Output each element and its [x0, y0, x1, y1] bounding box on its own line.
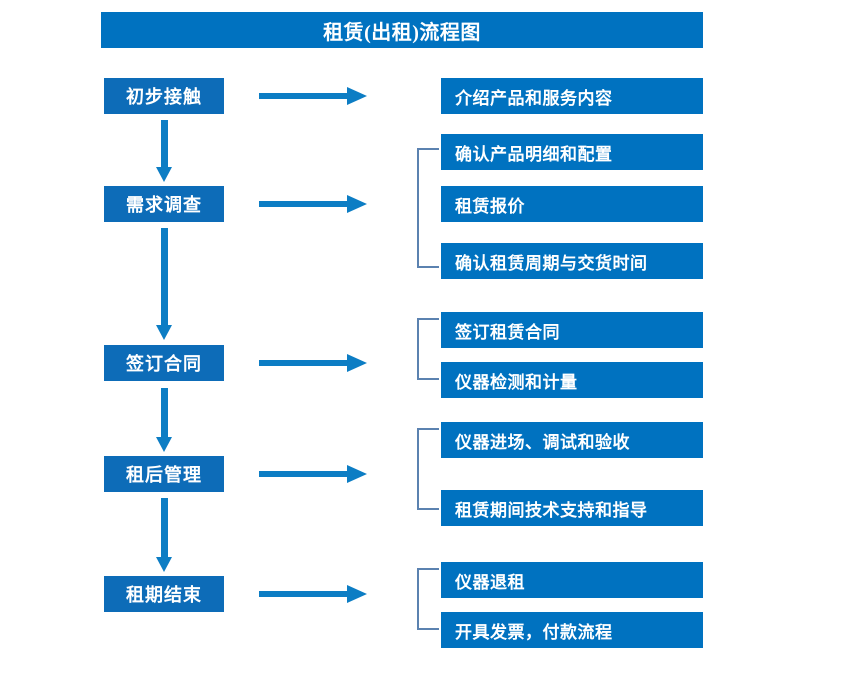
arrow-shaft — [259, 471, 349, 477]
group-bracket-post-rent-mgmt — [417, 428, 439, 510]
arrow-head — [156, 167, 172, 182]
task-box-sign-rental-contract[interactable]: 签订租赁合同 — [441, 312, 703, 348]
task-box-instrument-return[interactable]: 仪器退租 — [441, 562, 703, 598]
stage-box-sign-contract[interactable]: 签订合同 — [104, 345, 224, 381]
flow-arrow-down-3 — [156, 388, 172, 452]
arrow-head — [347, 465, 367, 483]
flow-arrow-down-2 — [156, 228, 172, 340]
chart-title: 租赁(出租)流程图 — [101, 12, 703, 48]
flow-arrow-down-1 — [156, 120, 172, 182]
group-bracket-needs-survey — [417, 148, 439, 268]
link-arrow-right-3 — [259, 354, 367, 372]
arrow-shaft — [259, 591, 349, 597]
task-box-invoice-payment[interactable]: 开具发票，付款流程 — [441, 612, 703, 648]
arrow-head — [347, 87, 367, 105]
arrow-shaft — [259, 93, 349, 99]
arrow-shaft — [161, 498, 168, 558]
task-box-technical-support[interactable]: 租赁期间技术支持和指导 — [441, 490, 703, 526]
stage-box-initial-contact[interactable]: 初步接触 — [104, 78, 224, 114]
task-box-rental-quotation[interactable]: 租赁报价 — [441, 186, 703, 222]
arrow-shaft — [259, 201, 349, 207]
task-box-onsite-commissioning[interactable]: 仪器进场、调试和验收 — [441, 422, 703, 458]
flow-arrow-down-4 — [156, 498, 172, 572]
arrow-head — [347, 195, 367, 213]
task-box-introduce-products[interactable]: 介绍产品和服务内容 — [441, 78, 703, 114]
arrow-head — [156, 557, 172, 572]
group-bracket-lease-end — [417, 568, 439, 630]
link-arrow-right-5 — [259, 585, 367, 603]
arrow-head — [156, 437, 172, 452]
group-bracket-sign-contract — [417, 318, 439, 380]
task-box-confirm-term-delivery[interactable]: 确认租赁周期与交货时间 — [441, 243, 703, 279]
task-box-instrument-inspection[interactable]: 仪器检测和计量 — [441, 362, 703, 398]
link-arrow-right-4 — [259, 465, 367, 483]
arrow-shaft — [161, 120, 168, 168]
arrow-head — [156, 325, 172, 340]
task-box-confirm-spec-config[interactable]: 确认产品明细和配置 — [441, 134, 703, 170]
arrow-shaft — [161, 228, 168, 326]
arrow-head — [347, 354, 367, 372]
stage-box-needs-survey[interactable]: 需求调查 — [104, 186, 224, 222]
link-arrow-right-1 — [259, 87, 367, 105]
stage-box-post-rent-mgmt[interactable]: 租后管理 — [104, 456, 224, 492]
arrow-shaft — [161, 388, 168, 438]
arrow-shaft — [259, 360, 349, 366]
stage-box-lease-end[interactable]: 租期结束 — [104, 576, 224, 612]
link-arrow-right-2 — [259, 195, 367, 213]
arrow-head — [347, 585, 367, 603]
